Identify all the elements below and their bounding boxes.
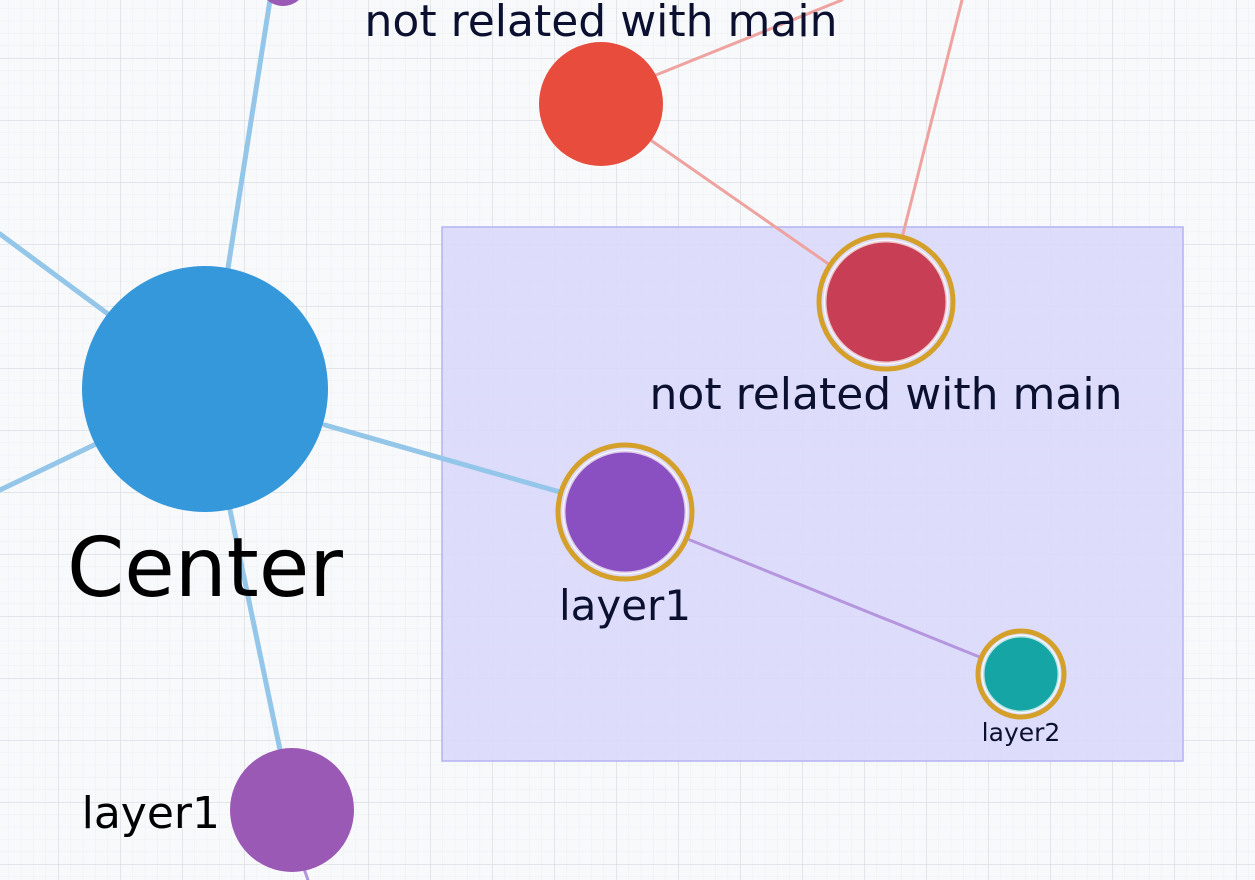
labels-layer: not related with main not related with m… [67,0,1122,839]
edge-center-to-layer1-bottom[interactable] [227,507,283,753]
node-layer1-selected-body[interactable] [562,449,688,575]
node-red-selected-body[interactable] [823,239,949,365]
label-layer2: layer2 [982,718,1061,747]
label-layer1-bottom: layer1 [82,788,220,839]
edge-red-top-to-offscreen[interactable] [654,0,844,77]
edge-red-selected-to-offscreen[interactable] [900,0,964,240]
selection-ring [975,628,1067,720]
selection-rectangle[interactable] [441,226,1184,762]
selection-ring [555,442,695,582]
edge-center-to-layer1-selected[interactable] [322,422,563,495]
node-red-top[interactable] [539,42,663,166]
edges-layer [0,0,984,880]
node-red-selected[interactable] [816,232,956,372]
edge-center-to-layer1-top[interactable] [225,0,273,271]
label-layer1-selected: layer1 [559,581,691,630]
nodes-layer [82,0,1067,872]
label-red-selected: not related with main [650,369,1123,420]
label-red-top: not related with main [365,0,838,47]
label-center: Center [67,521,343,616]
node-layer2[interactable] [975,628,1067,720]
edge-center-to-offscreen-left-1[interactable] [0,231,111,317]
node-layer1-top[interactable] [259,0,307,6]
node-center[interactable] [82,266,328,512]
selection-ring [816,232,956,372]
edge-layer1-to-layer2[interactable] [688,538,984,660]
node-layer1-bottom[interactable] [230,748,354,872]
node-layer2-body[interactable] [981,634,1061,714]
edge-red-top-to-red-selected[interactable] [650,139,832,267]
edge-center-to-offscreen-left-2[interactable] [0,441,99,493]
node-layer1-selected[interactable] [555,442,695,582]
